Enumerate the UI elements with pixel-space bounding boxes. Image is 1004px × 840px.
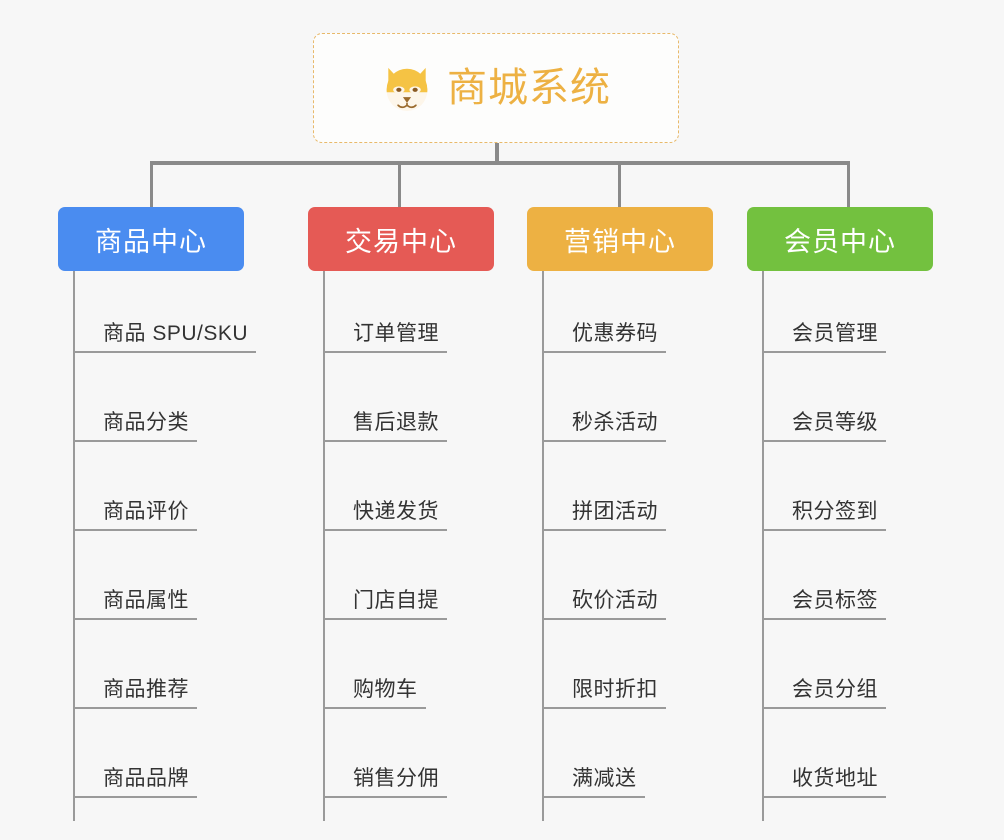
leaf-rule [762, 796, 886, 798]
leaf-label: 收货地址 [792, 767, 878, 790]
category-title-2: 交易中心 [345, 226, 457, 257]
leaf-rule [542, 796, 645, 798]
connector-drop-3 [618, 161, 621, 209]
leaf-rule [542, 440, 666, 442]
leaf-rule [542, 529, 666, 531]
leaf-label: 售后退款 [353, 411, 439, 434]
category-title-4: 会员中心 [784, 226, 896, 257]
leaf-rule [73, 440, 197, 442]
column-trunk-4 [762, 271, 764, 821]
leaf-label: 门店自提 [353, 589, 439, 612]
category-node-2[interactable]: 交易中心 [308, 207, 494, 271]
leaf-rule [762, 351, 886, 353]
leaf-rule [542, 351, 666, 353]
column-trunk-3 [542, 271, 544, 821]
leaf-rule [542, 707, 666, 709]
root-title: 商城系统 [447, 66, 611, 110]
leaf-label: 商品推荐 [103, 678, 189, 701]
leaf-label: 拼团活动 [572, 500, 658, 523]
leaf-rule [542, 618, 666, 620]
leaf-label: 会员标签 [792, 589, 878, 612]
leaf-label: 快递发货 [353, 500, 439, 523]
root-node[interactable]: 商城系统 [313, 33, 679, 143]
leaf-label: 商品品牌 [103, 767, 189, 790]
leaf-rule [73, 618, 197, 620]
leaf-rule [73, 796, 197, 798]
leaf-rule [762, 529, 886, 531]
leaf-rule [762, 618, 886, 620]
leaf-rule [323, 351, 447, 353]
leaf-label: 会员分组 [792, 678, 878, 701]
leaf-label: 秒杀活动 [572, 411, 658, 434]
leaf-rule [323, 796, 447, 798]
category-title-3: 营销中心 [564, 226, 676, 257]
connector-drop-2 [398, 161, 401, 209]
leaf-rule [762, 440, 886, 442]
column-trunk-1 [73, 271, 75, 821]
leaf-rule [73, 707, 197, 709]
leaf-label: 销售分佣 [353, 767, 439, 790]
category-title-1: 商品中心 [95, 226, 207, 257]
leaf-rule [73, 529, 197, 531]
category-node-4[interactable]: 会员中心 [747, 207, 933, 271]
leaf-label: 积分签到 [792, 500, 878, 523]
shiba-dog-face-icon [386, 67, 428, 111]
leaf-label: 商品 SPU/SKU [103, 322, 249, 345]
leaf-rule [323, 618, 447, 620]
connector-drop-1 [150, 161, 153, 209]
leaf-label: 商品分类 [103, 411, 189, 434]
leaf-rule [73, 351, 256, 353]
connector-drop-4 [847, 161, 850, 209]
leaf-label: 商品属性 [103, 589, 189, 612]
connector-span-bar [150, 161, 850, 165]
leaf-label: 订单管理 [353, 322, 439, 345]
leaf-label: 优惠券码 [572, 322, 658, 345]
leaf-rule [323, 440, 447, 442]
leaf-label: 商品评价 [103, 500, 189, 523]
leaf-label: 会员管理 [792, 322, 878, 345]
leaf-label: 限时折扣 [572, 678, 658, 701]
leaf-label: 满减送 [572, 767, 637, 790]
category-node-1[interactable]: 商品中心 [58, 207, 244, 271]
column-trunk-2 [323, 271, 325, 821]
leaf-label: 购物车 [353, 678, 418, 701]
category-node-3[interactable]: 营销中心 [527, 207, 713, 271]
leaf-label: 砍价活动 [572, 589, 658, 612]
leaf-rule [762, 707, 886, 709]
leaf-label: 会员等级 [792, 411, 878, 434]
connector-root-stem [495, 143, 499, 164]
leaf-rule [323, 529, 447, 531]
leaf-rule [323, 707, 426, 709]
